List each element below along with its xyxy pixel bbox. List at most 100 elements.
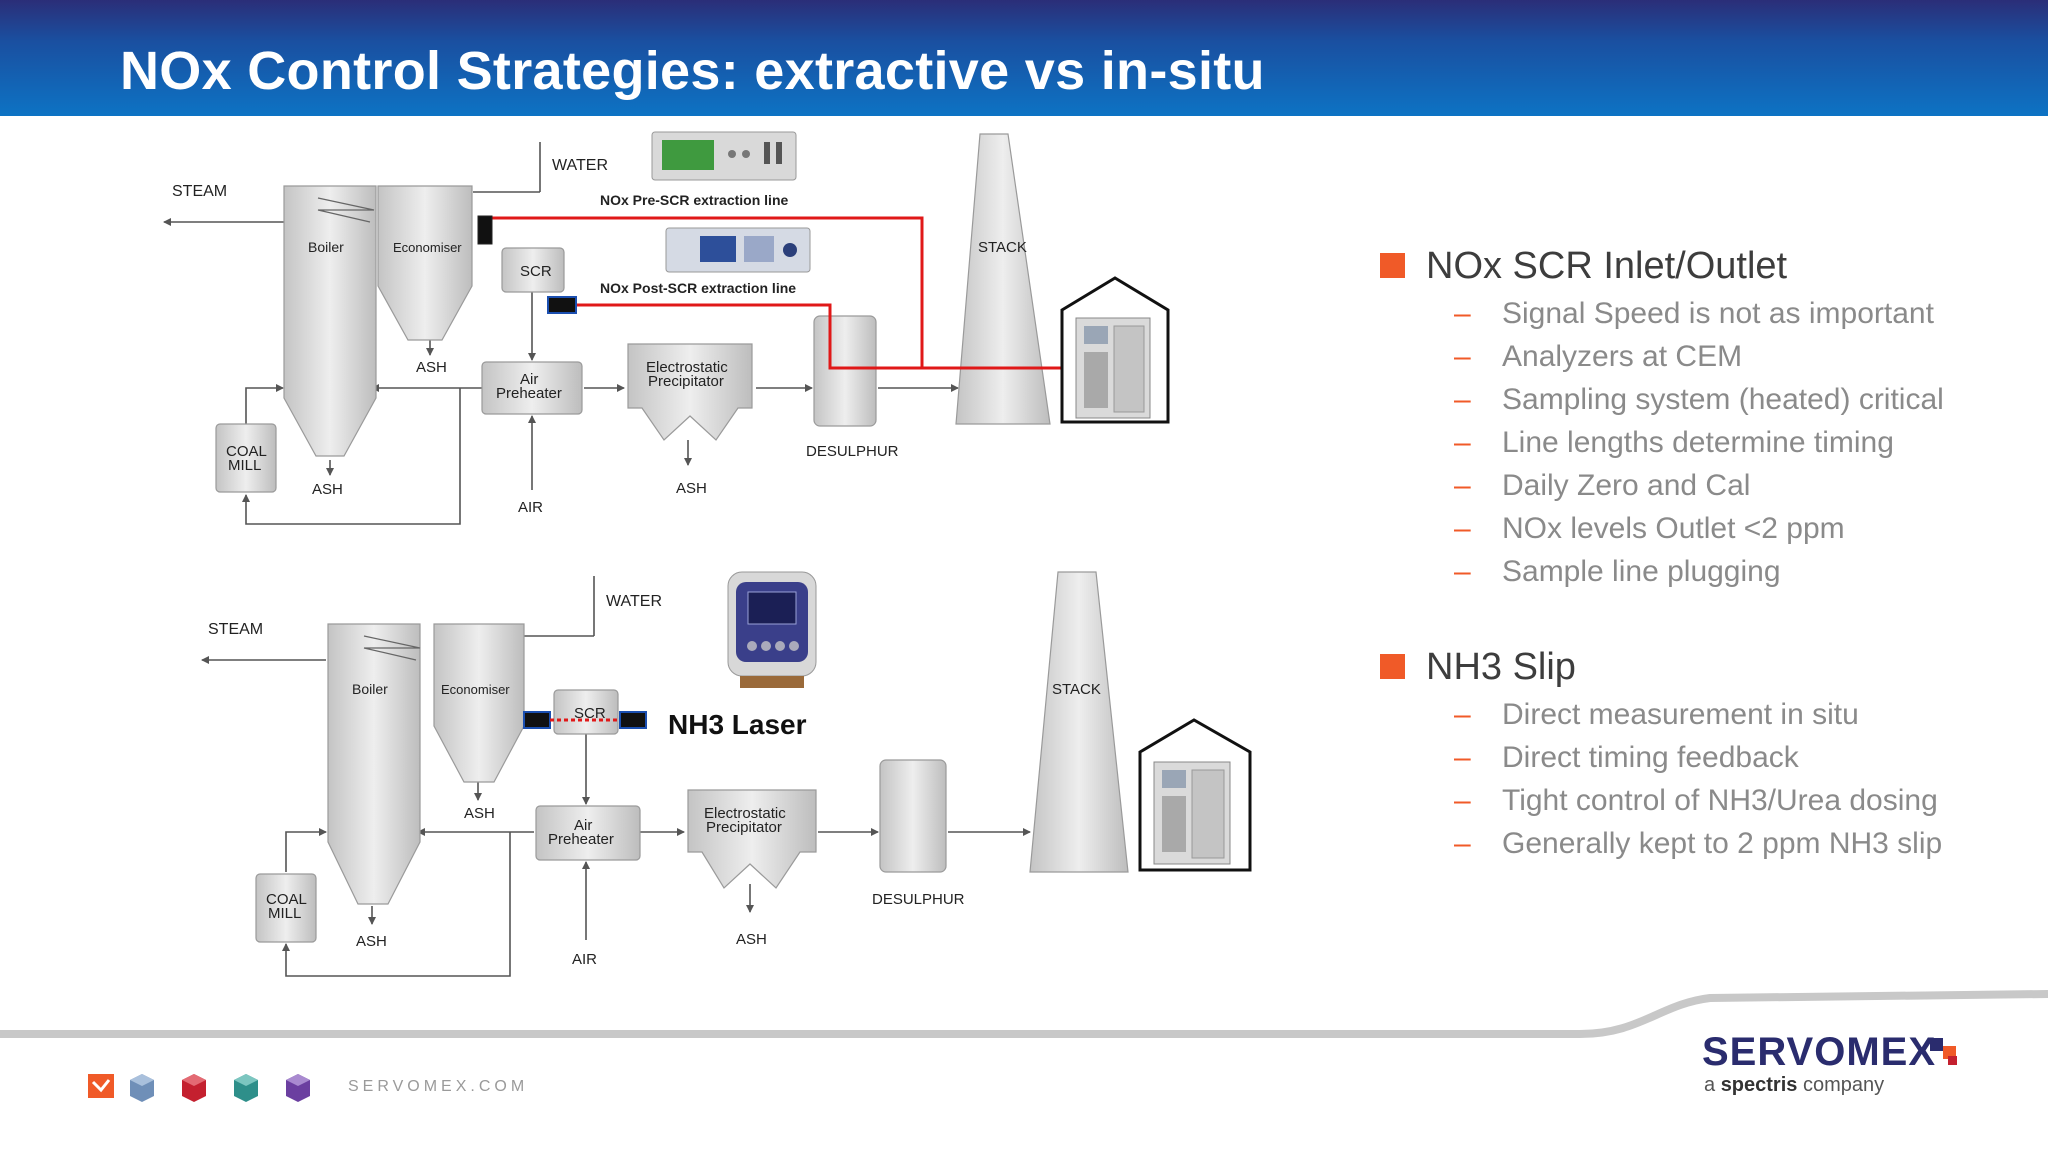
coal-mill-label: MILL [268,905,301,922]
stack-shape [955,133,1051,425]
desulphur-box [879,759,947,873]
boiler-label: Boiler [352,681,388,697]
esp-label: Electrostatic [704,805,786,822]
precipitator-shape [627,343,753,441]
laser-label: NH3 Laser [668,709,807,740]
economiser-label: Economiser [393,240,462,255]
ash-label: ASH [464,805,495,822]
bullet-item: –Daily Zero and Cal [1378,464,2018,507]
laser-receiver [619,711,647,729]
servomex-flag-icon [88,1074,114,1098]
air-label: AIR [572,951,597,968]
ash-label: ASH [736,931,767,948]
scr-label: SCR [574,705,606,722]
process-diagrams: STEAM WATER NOx Pre-SCR extraction line … [163,131,1252,977]
pre-scr-line-label: NOx Pre-SCR extraction line [600,192,788,208]
esp-label: Precipitator [648,373,724,390]
water-label: WATER [552,157,608,174]
ash-label: ASH [356,933,387,950]
ash-label: ASH [416,359,447,376]
ash-label: ASH [676,480,707,497]
desulphur-box [813,315,877,427]
air-preheater-label: Preheater [496,385,562,402]
post-scr-line-label: NOx Post-SCR extraction line [600,280,796,296]
bullet-item: –Signal Speed is not as important [1378,292,2018,335]
water-label: WATER [606,593,662,610]
stack-label: STACK [1052,681,1101,698]
dash-icon: – [1454,512,1471,545]
air-preheater-box [481,361,583,415]
coal-mill-box [255,873,317,943]
boiler-shape [283,185,377,457]
laser-analyzer-icon [727,571,817,688]
bullet-item: –Sample line plugging [1378,550,2018,593]
scr-box [553,689,619,735]
scr-label: SCR [520,263,552,280]
coal-mill-label: COAL [226,443,267,460]
bullet-item: –Direct measurement in situ [1378,693,2018,736]
laser-transmitter [523,711,551,729]
stack-shape [1029,571,1129,873]
economiser-shape [377,185,473,341]
bullet-square-icon [1380,253,1405,278]
bullet-item: –Sampling system (heated) critical [1378,378,2018,421]
coal-mill-box [215,423,277,493]
cube-purple-icon [286,1074,310,1102]
air-preheater-label: Preheater [548,831,614,848]
ash-label: ASH [312,481,343,498]
servomex-logo-icon [1930,1038,1957,1065]
coal-mill-label: MILL [228,457,261,474]
cube-teal-icon [234,1074,258,1102]
dash-icon: – [1454,469,1471,502]
analyzer-rack-icon [665,227,811,273]
diagram-in-situ: STEAM WATER Boiler Economiser SCR NH3 La… [201,571,1252,977]
dash-icon: – [1454,340,1471,373]
boiler-shape [327,623,421,905]
cube-blue-icon [130,1074,154,1102]
dash-icon: – [1454,698,1471,731]
analyzer-rack-icon [651,131,797,181]
cabinet-shelter-icon [1060,276,1170,424]
page-title: NOx Control Strategies: extractive vs in… [120,41,1265,101]
bullet-heading: NH3 Slip [1378,641,2018,693]
air-preheater-label: Air [520,371,538,388]
steam-label: STEAM [208,621,263,638]
steam-label: STEAM [172,183,227,200]
dash-icon: – [1454,784,1471,817]
dash-icon: – [1454,827,1471,860]
bullet-item: –Line lengths determine timing [1378,421,2018,464]
esp-label: Precipitator [706,819,782,836]
brand-tagline: a spectris company [1704,1074,1885,1096]
title-bar: NOx Control Strategies: extractive vs in… [0,0,2048,116]
precipitator-shape [687,789,817,889]
desulphur-label: DESULPHUR [872,891,965,908]
scr-box [501,247,565,293]
esp-label: Electrostatic [646,359,728,376]
economiser-shape [433,623,525,783]
diagram-extractive: STEAM WATER NOx Pre-SCR extraction line … [163,131,1170,525]
dash-icon: – [1454,383,1471,416]
cabinet-shelter-icon [1138,718,1252,872]
bullet-square-icon [1380,654,1405,679]
desulphur-label: DESULPHUR [806,443,899,460]
post-scr-probe [547,296,577,314]
economiser-label: Economiser [441,682,510,697]
brand-name: SERVOMEX [1702,1030,1936,1074]
air-preheater-box [535,805,641,861]
dash-icon: – [1454,741,1471,774]
coal-mill-label: COAL [266,891,307,908]
stack-label: STACK [978,239,1027,256]
cube-red-icon [182,1074,206,1102]
footer-cube-icons [88,1074,310,1102]
bullet-list: NOx SCR Inlet/Outlet –Signal Speed is no… [1378,240,2018,865]
pre-scr-probe [477,215,493,245]
bullet-item: –Analyzers at CEM [1378,335,2018,378]
bullet-item: –Tight control of NH3/Urea dosing [1378,779,2018,822]
dash-icon: – [1454,297,1471,330]
bullet-item: –NOx levels Outlet <2 ppm [1378,507,2018,550]
dash-icon: – [1454,426,1471,459]
air-label: AIR [518,499,543,516]
footer-website[interactable]: SERVOMEX.COM [348,1078,529,1095]
boiler-label: Boiler [308,239,344,255]
bullet-item: –Direct timing feedback [1378,736,2018,779]
